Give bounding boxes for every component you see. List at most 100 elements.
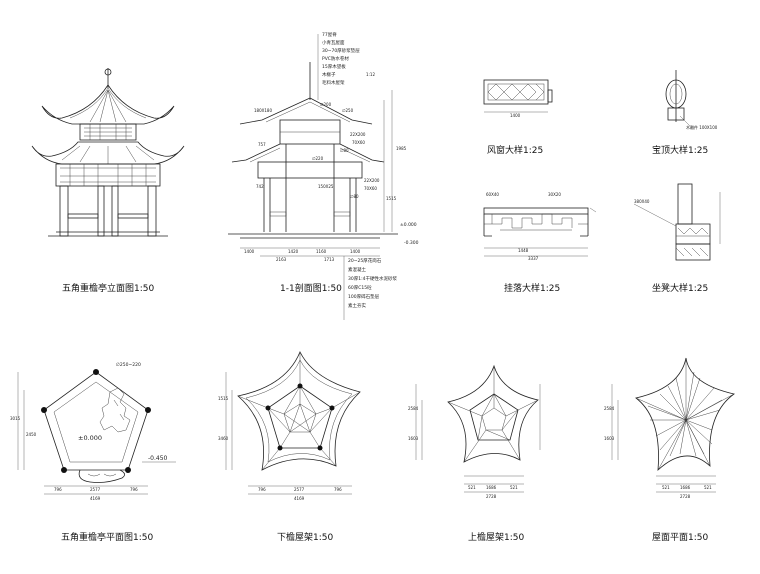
dim: 380X40 — [634, 199, 650, 204]
dim: ∅200 — [320, 102, 332, 107]
dim: 742 — [256, 184, 264, 189]
dim: 60X40 — [486, 192, 499, 197]
dim: ∅220 — [312, 156, 324, 161]
note: 30~70厚砂浆垫层 — [322, 47, 360, 54]
dim: 2163 — [276, 257, 287, 262]
note: 100厚碎石垫层 — [348, 293, 380, 300]
dim: 3337 — [528, 256, 539, 261]
plan-elevation: ±0.000 — [78, 434, 102, 442]
dim: 1603 — [408, 436, 419, 441]
dim: 1603 — [604, 436, 615, 441]
roof-plan-caption: 屋面平面1:50 — [652, 533, 709, 543]
bench-caption: 坐凳大样1:25 — [652, 284, 709, 294]
lower-frame-caption: 下檐屋架1:50 — [277, 533, 334, 543]
note: 60厚C15砼 — [348, 284, 372, 291]
roof-plan-drawing — [611, 357, 735, 493]
note: PVC防水卷材 — [322, 55, 349, 62]
dim: 3460 — [218, 436, 229, 441]
dim: 2728 — [680, 494, 691, 499]
dim: ±0.000 — [400, 222, 417, 228]
dim: 1400 — [510, 113, 521, 118]
dim: 521 — [468, 485, 476, 490]
column-dot — [329, 405, 335, 411]
note: 木椽子 — [322, 71, 336, 78]
dim: 521 — [510, 485, 518, 490]
elevation-drawing — [31, 68, 185, 237]
dim: 150X25 — [318, 184, 334, 189]
dim: ∅250 — [342, 108, 354, 113]
dim: 1713 — [324, 257, 335, 262]
dim: 1420 — [288, 249, 299, 254]
finial-detail — [665, 70, 691, 127]
dim: 1515 — [218, 396, 229, 401]
dim: 2450 — [26, 432, 37, 437]
dim: 521 — [662, 485, 670, 490]
dim: 70X60 — [364, 186, 377, 191]
dim: 70X60 — [352, 140, 365, 145]
upper-frame-caption: 上檐屋架1:50 — [468, 533, 525, 543]
plan-low: -0.450 — [148, 455, 168, 462]
dim: 796 — [334, 487, 342, 492]
note: 素土夯实 — [348, 302, 366, 309]
note: 毛料木屋架 — [322, 79, 345, 86]
dim: 521 — [704, 485, 712, 490]
hanging-detail — [483, 207, 597, 257]
dim: 22X200 — [350, 132, 366, 137]
column-dot — [297, 383, 303, 389]
upper-frame-drawing — [415, 364, 541, 493]
section-caption: 1-1剖面图1:50 — [280, 284, 342, 294]
column-dot — [61, 467, 67, 473]
window-detail — [483, 79, 553, 113]
dim: 3015 — [10, 416, 21, 421]
column-dot — [317, 445, 323, 451]
note: 30厚1:4干硬性水泥砂浆 — [348, 275, 397, 282]
dim: 180X180 — [254, 108, 272, 113]
dim: 796 — [258, 487, 266, 492]
column-dot — [93, 369, 99, 375]
note: 15厚木望板 — [322, 63, 346, 70]
dim: 2728 — [486, 494, 497, 499]
dim: -0.300 — [404, 240, 419, 246]
dim: 1686 — [486, 485, 497, 490]
dim: 1400 — [350, 249, 361, 254]
dim: ∅80 — [340, 148, 349, 153]
lower-frame-drawing — [225, 351, 361, 495]
dim: 4169 — [294, 496, 305, 501]
dim: 1686 — [680, 485, 691, 490]
dim: 796 — [130, 487, 138, 492]
dim: 2584 — [408, 406, 419, 411]
column-dot — [41, 407, 47, 413]
plan-drawing — [17, 369, 176, 495]
dim: 1515 — [386, 196, 397, 201]
dim: 1448 — [518, 248, 529, 253]
finial-caption: 宝顶大样1:25 — [652, 146, 709, 156]
elevation-caption: 五角重檐亭立面图1:50 — [62, 284, 155, 294]
hanging-caption: 挂落大样1:25 — [504, 284, 561, 294]
note: 小青瓦屋面 — [322, 39, 345, 46]
dim: 796 — [54, 487, 62, 492]
column-dot — [125, 467, 131, 473]
dim: 2577 — [90, 487, 101, 492]
window-caption: 风窗大样1:25 — [487, 146, 544, 156]
dim: 1:12 — [366, 72, 375, 77]
dim: 757 — [258, 142, 266, 147]
bench-detail — [633, 183, 721, 261]
note: 77屋脊 — [322, 31, 337, 38]
note: 素混凝土 — [348, 266, 366, 273]
dim: 1400 — [244, 249, 255, 254]
column-dot — [277, 445, 283, 451]
column-dot — [145, 407, 151, 413]
section-drawing — [228, 34, 398, 320]
dim: 2577 — [294, 487, 305, 492]
dim: ∅250~220 — [116, 362, 141, 368]
column-dot — [265, 405, 271, 411]
dim: 4169 — [90, 496, 101, 501]
dim: 1985 — [396, 146, 407, 151]
dim: 30X20 — [548, 192, 561, 197]
plan-caption: 五角重檐亭平面图1:50 — [61, 533, 154, 543]
dim: 木雕件 100X100 — [686, 124, 718, 130]
dim: 22X200 — [364, 178, 380, 183]
note: 20~25厚花岗石 — [348, 257, 382, 264]
